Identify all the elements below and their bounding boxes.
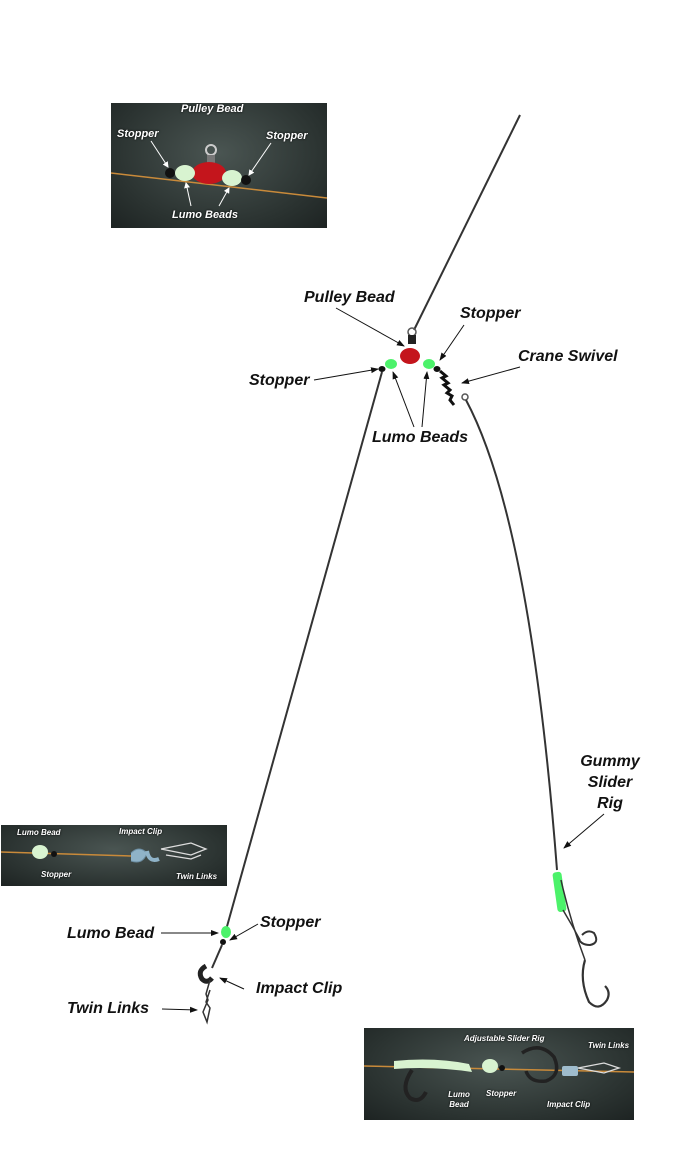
photo-lumo-left [175, 165, 195, 181]
photo-lumo-right [222, 170, 242, 186]
label-stopper-left: Stopper [249, 372, 310, 389]
photo-right-adjustable-slider-rig: Adjustable Slider Rig [464, 1034, 545, 1043]
label-pulley-bead: Pulley Bead [304, 289, 395, 306]
photo-top-stopper-left: Stopper [117, 128, 159, 140]
photo-right-impact-clip: Impact Clip [547, 1100, 591, 1109]
main-line [413, 114, 521, 331]
stopper-bottom [220, 939, 226, 945]
hook-lower [581, 959, 610, 1008]
left-trace [225, 371, 383, 931]
pulley-bead [400, 348, 420, 364]
pulley-swivel-ring [407, 327, 417, 337]
label-twin-links: Twin Links [67, 1000, 150, 1017]
photo-top-stopper-right: Stopper [266, 130, 308, 142]
label-lumo-bead: Lumo Bead [67, 925, 155, 942]
gummy-slider [552, 871, 567, 912]
photo-impact-clip: Lumo Bead Stopper Impact Clip Twin Links [1, 825, 227, 886]
stopper-left [378, 366, 386, 372]
lumo-bead-left [385, 359, 397, 369]
label-slider-line: Slider [587, 774, 633, 791]
impact-clip [197, 963, 214, 984]
label-crane-swivel: Crane Swivel [518, 348, 618, 365]
stopper-right [433, 366, 441, 372]
photo-pulley-bead-drawing [111, 140, 327, 207]
label-lumo-beads: Lumo Beads [372, 429, 469, 446]
hook-upper [577, 930, 598, 947]
label-rig-line: Rig [597, 795, 623, 812]
photo-slider-rig-drawing [364, 1046, 634, 1102]
photo-top-title: Pulley Bead [181, 103, 244, 115]
lumo-bead-bottom [221, 926, 231, 938]
lumo-bead-right [423, 359, 435, 369]
photo-pulley-bead-red [192, 162, 226, 184]
label-impact-clip: Impact Clip [256, 980, 343, 997]
photo-right-bead-line: Bead [449, 1100, 469, 1109]
photo-left-twin-links: Twin Links [176, 872, 218, 881]
label-gummy-line: Gummy [580, 753, 640, 770]
photo-left-lumo-bead: Lumo Bead [17, 828, 61, 837]
label-stopper-bottom: Stopper [260, 914, 321, 931]
photo-right-lumo-bead: Lumo Bead [447, 1090, 471, 1110]
photo-top-lumo-beads: Lumo Beads [172, 209, 239, 221]
photo-right-lumo-line: Lumo [448, 1090, 470, 1099]
twin-links [202, 979, 211, 1025]
label-gummy-slider-rig: Gummy Slider Rig [578, 751, 642, 814]
right-trace [465, 399, 558, 871]
photo-slider-rig: Adjustable Slider Rig Twin Links Lumo Be… [364, 1028, 634, 1120]
photo-left-impact-clip: Impact Clip [119, 827, 163, 836]
photo-pulley-bead: Pulley Bead Stopper Stopper Lumo Beads [111, 103, 327, 228]
photo-right-stopper: Stopper [486, 1089, 517, 1098]
pulley-swivel-body [408, 335, 416, 344]
photo-right-twin-links: Twin Links [588, 1041, 630, 1050]
photo-impact-clip-drawing [1, 842, 208, 863]
photo-left-stopper: Stopper [41, 870, 72, 879]
label-stopper-top-right: Stopper [460, 305, 521, 322]
crane-swivel [439, 369, 456, 406]
